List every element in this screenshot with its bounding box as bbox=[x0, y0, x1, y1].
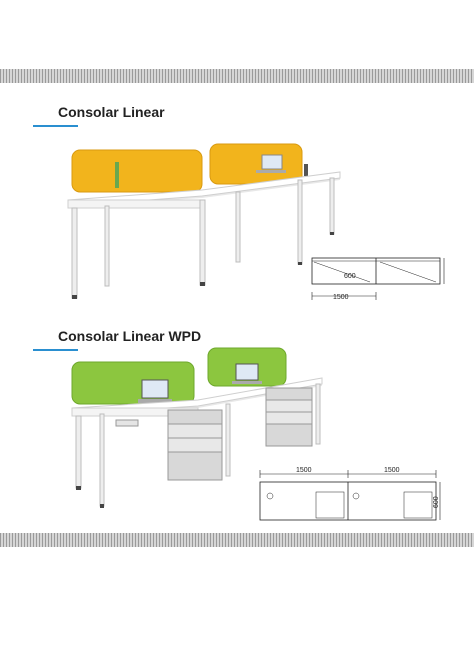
section-title-consolar-linear: Consolar Linear bbox=[58, 104, 165, 120]
product-image-consolar-linear-wpd bbox=[71, 347, 323, 508]
decorative-band-bottom bbox=[0, 533, 474, 547]
product-image-consolar-linear bbox=[67, 143, 341, 299]
dimension-depth-label: 600 bbox=[433, 496, 440, 508]
title-underline bbox=[33, 125, 78, 127]
dimension-width-right-label: 1500 bbox=[384, 467, 400, 474]
decorative-band-top bbox=[0, 69, 474, 83]
dimension-width-left-label: 1500 bbox=[296, 467, 312, 474]
dimension-drawing-consolar-linear-wpd: 1500 1500 600 bbox=[259, 467, 441, 521]
section-title-consolar-linear-wpd: Consolar Linear WPD bbox=[58, 328, 202, 344]
title-underline bbox=[33, 349, 78, 351]
dimension-width-label: 1500 bbox=[333, 294, 349, 301]
dimension-depth-label: 600 bbox=[344, 273, 356, 280]
dimension-drawing-consolar-linear: 600 1500 bbox=[311, 257, 445, 301]
